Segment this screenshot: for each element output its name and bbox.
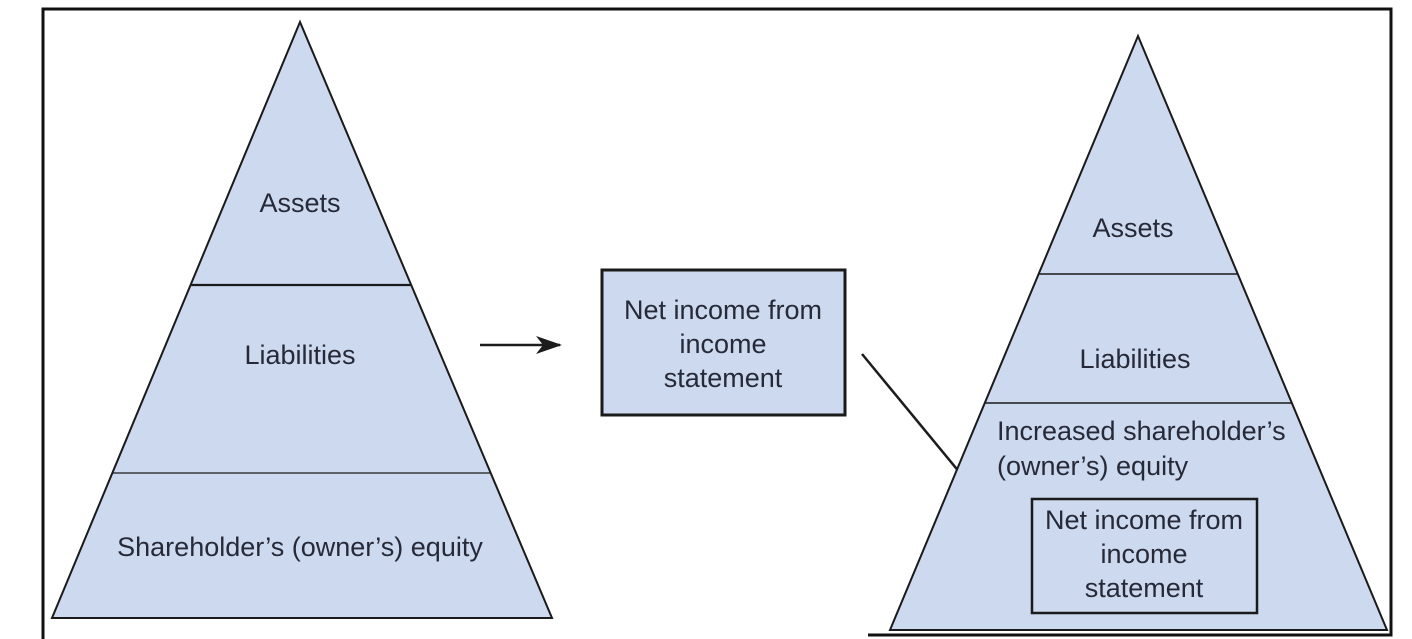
right-inner-net-income-box: Net income from income statement bbox=[1030, 497, 1259, 615]
left-equity-label: Shareholder’s (owner’s) equity bbox=[117, 532, 483, 562]
right-inner-net-income-line-1: Net income from bbox=[1045, 505, 1243, 535]
net-income-box-shape bbox=[600, 268, 847, 417]
left-assets-label: Assets bbox=[259, 188, 340, 218]
net-income-box-line-1: Net income from bbox=[624, 295, 822, 325]
right-inner-net-income-line-2: income bbox=[1100, 539, 1187, 569]
right-pyramid: Assets Liabilities Increased shareholder… bbox=[888, 33, 1389, 631]
left-liabilities-label: Liabilities bbox=[244, 340, 355, 370]
right-inner-net-income-line-3: statement bbox=[1085, 573, 1204, 603]
net-income-box-line-3: statement bbox=[664, 363, 783, 393]
net-income-box: Net income from income statement bbox=[600, 268, 847, 417]
net-income-box-line-2: income bbox=[679, 329, 766, 359]
right-inner-net-income-box-shape bbox=[1030, 497, 1259, 615]
right-assets-label: Assets bbox=[1092, 213, 1173, 243]
right-increased-equity-label-line-1: Increased shareholder’s bbox=[997, 416, 1286, 446]
right-liabilities-label: Liabilities bbox=[1079, 344, 1190, 374]
right-increased-equity-label-line-2: (owner’s) equity bbox=[997, 451, 1189, 481]
left-pyramid-shape bbox=[50, 19, 554, 619]
figure-border bbox=[41, 7, 1393, 639]
right-pyramid-shape bbox=[888, 33, 1389, 631]
left-pyramid: Assets Liabilities Shareholder’s (owner’… bbox=[50, 19, 554, 619]
